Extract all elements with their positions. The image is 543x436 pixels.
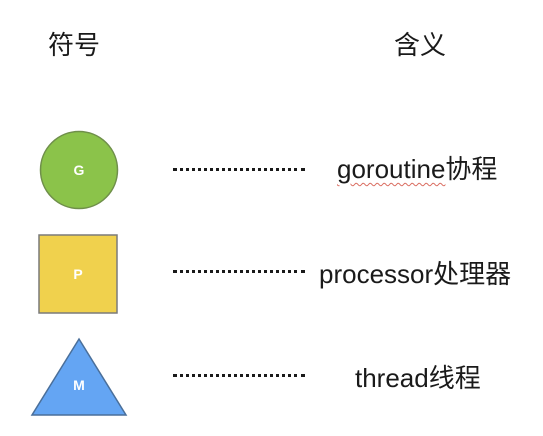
thread-symbol-label: M [73,377,85,393]
goroutine-dotted-leader [173,168,305,171]
goroutine-meaning-term: goroutine [337,154,446,184]
processor-meaning-term: processor [319,259,434,289]
thread-meaning: thread线程 [355,362,481,394]
thread-triangle-symbol: M [30,337,128,417]
processor-square-symbol: P [38,234,118,314]
goroutine-meaning: goroutine协程 [337,153,497,185]
goroutine-symbol-label: G [73,162,85,178]
processor-meaning-chinese: 处理器 [433,259,512,289]
thread-meaning-term: thread [355,363,429,393]
symbol-column-header: 符号 [48,31,101,61]
processor-meaning: processor处理器 [319,258,511,290]
meaning-column-header: 含义 [394,31,447,61]
processor-dotted-leader [173,270,305,273]
goroutine-meaning-chinese: 协程 [445,154,498,184]
goroutine-circle-symbol: G [39,130,119,210]
processor-symbol-label: P [73,266,83,282]
thread-dotted-leader [173,374,305,377]
thread-meaning-chinese: 线程 [428,363,481,393]
